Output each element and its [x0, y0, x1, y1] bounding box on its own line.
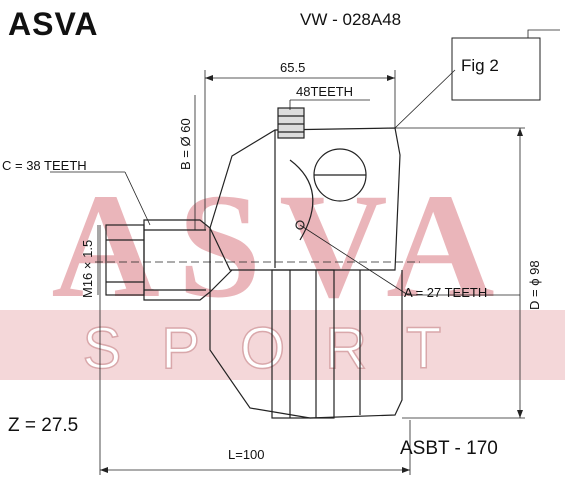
- dim-d-diameter: D = ϕ 98: [527, 260, 542, 310]
- dim-overall-top: 65.5: [280, 60, 306, 75]
- dim-a-teeth: A = 27 TEETH: [404, 285, 488, 300]
- catalog-code: ASBT - 170: [400, 438, 498, 459]
- bell-body: [209, 127, 401, 271]
- dim-thread: M16 × 1.5: [80, 239, 95, 298]
- top-teeth: [277, 107, 305, 139]
- watermark-sub: SPORT: [83, 316, 482, 381]
- watermark-band: [0, 310, 565, 380]
- dim-length: L=100: [228, 447, 265, 462]
- dim-b-diameter: B = Ø 60: [178, 118, 193, 170]
- figure-label: Fig 2: [461, 56, 499, 75]
- inner-race-dot: [295, 220, 305, 230]
- dim-outer-teeth: 48TEETH: [296, 84, 354, 99]
- brand-logo-text: ASVA: [8, 6, 99, 42]
- part-number: VW - 028A48: [300, 10, 402, 29]
- arrowheads: [100, 75, 523, 473]
- z-value: Z = 27.5: [8, 415, 79, 436]
- abs-ring: [271, 269, 335, 419]
- fig-box: [451, 37, 541, 101]
- watermark-main: ASVA: [51, 163, 512, 329]
- dim-c-teeth: C = 38 TEETH: [2, 158, 87, 173]
- joint-outline: [50, 29, 560, 475]
